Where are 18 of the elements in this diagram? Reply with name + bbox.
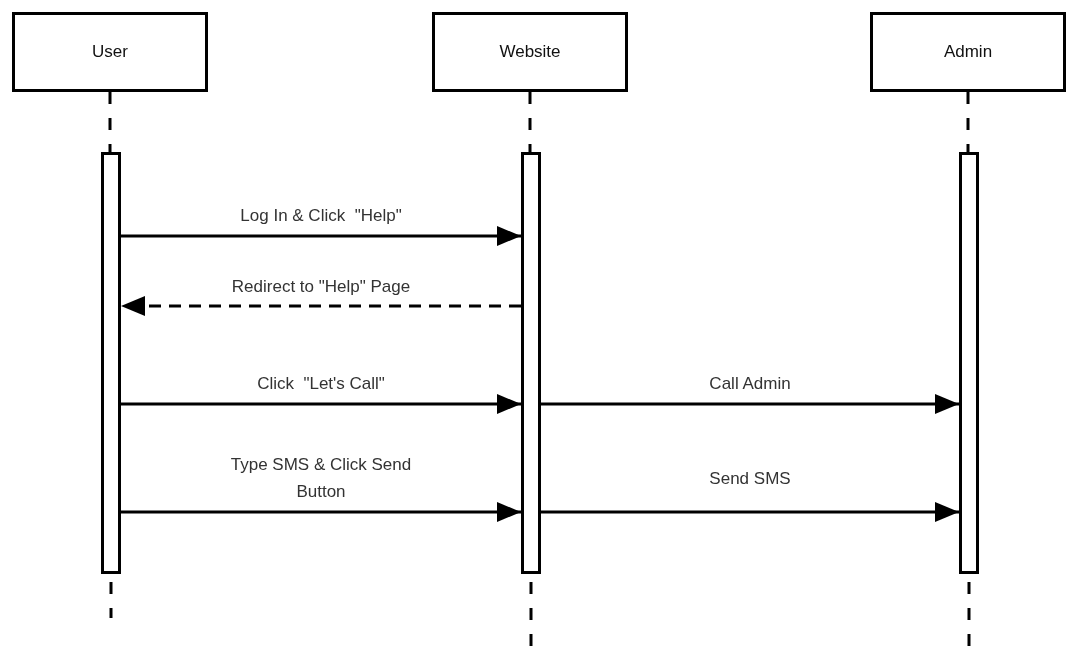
message-arrow xyxy=(121,502,521,522)
message-arrow xyxy=(541,394,959,414)
lifeline xyxy=(108,92,112,152)
message-arrow xyxy=(121,394,521,414)
participant-name: User xyxy=(92,42,128,62)
lifeline xyxy=(528,92,532,152)
participant-name: Website xyxy=(499,42,561,62)
activation-bar xyxy=(959,152,979,574)
participant-name: Admin xyxy=(943,42,993,62)
participant-box xyxy=(12,12,208,92)
participant-box xyxy=(432,12,628,92)
message-arrow xyxy=(541,502,959,522)
lifeline xyxy=(966,92,970,152)
return-arrow xyxy=(121,296,521,316)
participant-box xyxy=(870,12,1066,92)
activation-bar xyxy=(101,152,121,574)
activation-bar xyxy=(521,152,541,574)
message-arrow xyxy=(121,226,521,246)
